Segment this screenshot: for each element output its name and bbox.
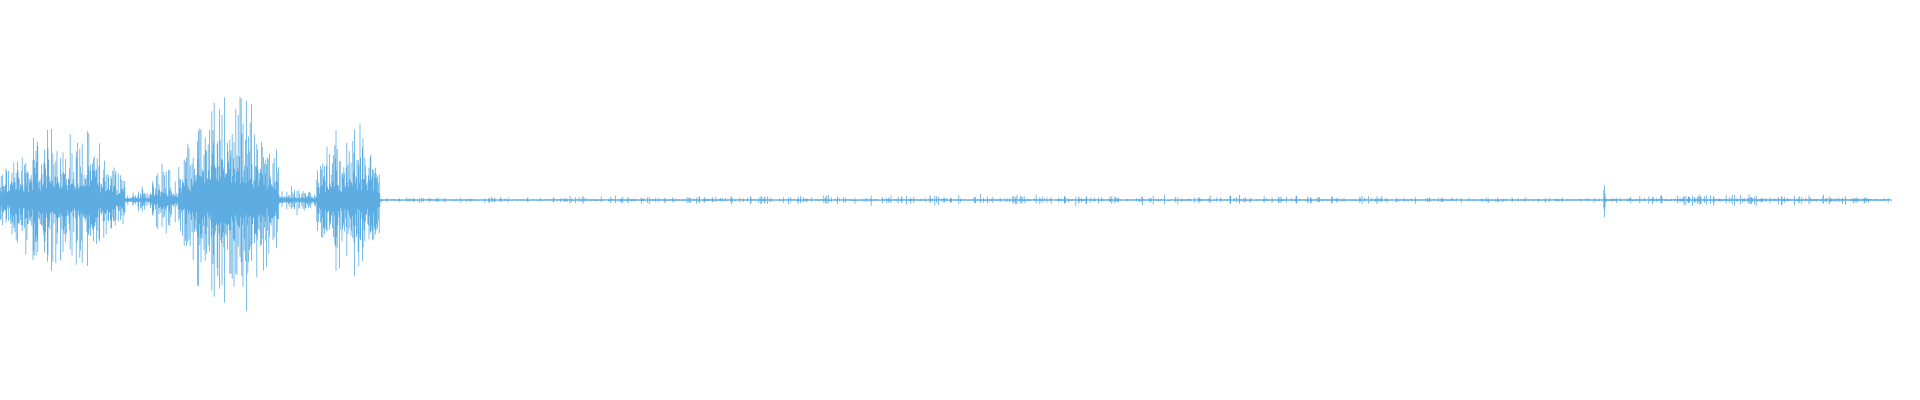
waveform-path	[0, 96, 1892, 312]
waveform-samples	[0, 96, 1892, 312]
